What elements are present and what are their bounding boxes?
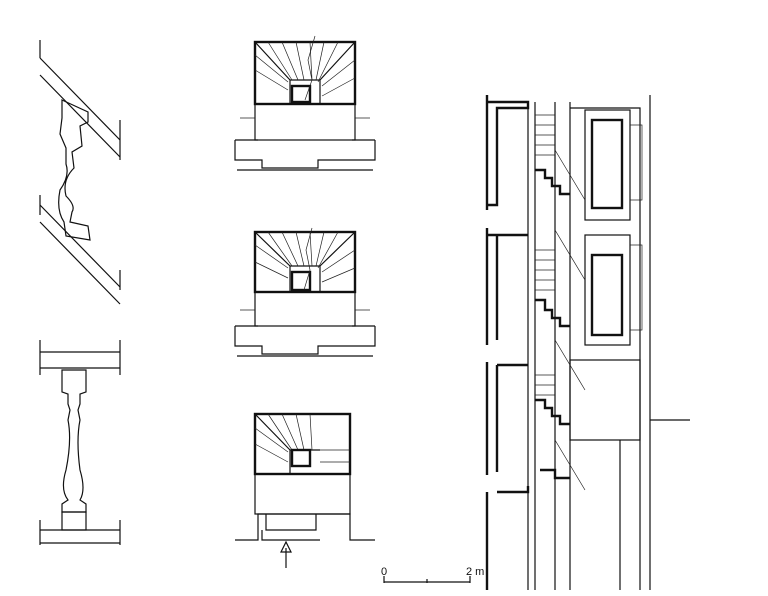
- stair-plan-top: [234, 35, 376, 171]
- vertical-baluster-detail: [39, 340, 121, 545]
- scale-end-label: 2 m: [466, 566, 484, 578]
- scale-start-label: 0: [381, 566, 387, 578]
- stair-plan-middle: [234, 227, 376, 357]
- scale-bar: 0 2 m: [381, 566, 484, 583]
- inclined-baluster-detail: [39, 40, 121, 305]
- stair-plan-bottom: [235, 412, 375, 568]
- building-section: [485, 95, 690, 590]
